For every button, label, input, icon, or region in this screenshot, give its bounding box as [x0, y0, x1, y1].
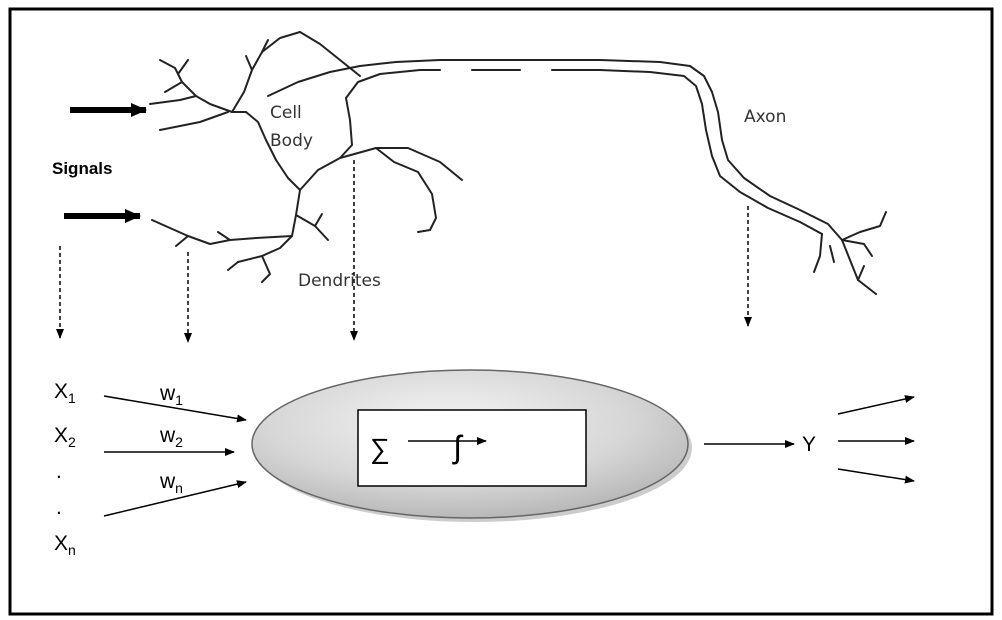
- dendrites-label: Dendrites: [298, 271, 381, 291]
- input-x2: X2: [54, 424, 76, 450]
- axon-label: Axon: [744, 107, 786, 127]
- weight-labels: w1 w2 wn: [159, 382, 183, 496]
- input-x1: X1: [54, 380, 76, 406]
- sum-function-box: [357, 409, 587, 487]
- cell-label-line2: Body: [270, 131, 313, 151]
- biological-neuron: [149, 31, 887, 295]
- input-arrows: [103, 395, 247, 517]
- activation-function-symbol: ʃ: [452, 429, 464, 465]
- weight-w1: w1: [159, 382, 183, 408]
- mapping-arrows: [56, 160, 752, 343]
- diagram-frame: [8, 7, 994, 616]
- weight-w2: w2: [159, 424, 183, 450]
- cell-label-line1: Cell: [270, 103, 302, 123]
- input-labels: X1 X2 . . Xn: [54, 380, 76, 558]
- output-arrows: [837, 395, 915, 484]
- sum-symbol: ∑: [370, 433, 390, 464]
- input-xn: Xn: [54, 532, 76, 558]
- input-dot-2: .: [56, 496, 62, 519]
- output-y: Y: [802, 433, 816, 456]
- input-dot-1: .: [56, 460, 62, 483]
- weight-wn: wn: [159, 470, 183, 496]
- signals-label: Signals: [52, 159, 112, 178]
